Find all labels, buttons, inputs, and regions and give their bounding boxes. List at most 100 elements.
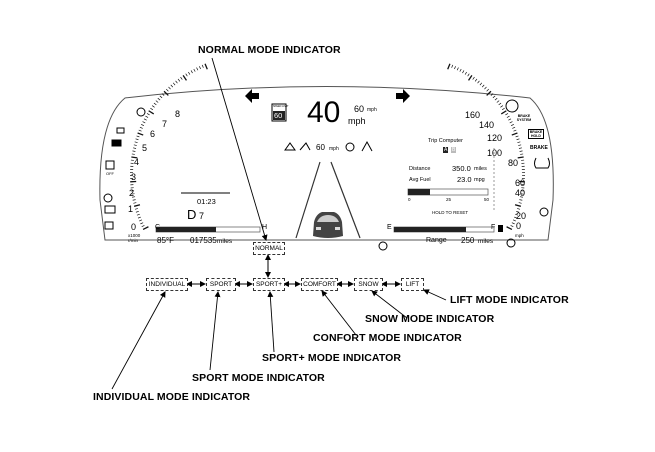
- acc-speed-unit: mph: [329, 146, 339, 152]
- tach-tick: [134, 141, 138, 143]
- callout-lift-mode: LIFT MODE INDICATOR: [450, 294, 569, 306]
- tach-tick: [188, 71, 191, 75]
- seatbelt-icon: [104, 221, 114, 230]
- right-turn-arrow-icon: [396, 89, 410, 103]
- tach-tick: [133, 144, 137, 146]
- trip-scale-50: 50: [484, 197, 490, 202]
- vsa-icon: [105, 160, 115, 170]
- temp-hot-label: H: [262, 224, 268, 231]
- car-icon: [313, 212, 343, 238]
- speedo-tick: [462, 70, 465, 74]
- speedo-tick: [514, 204, 522, 207]
- tach-tick: [196, 67, 199, 71]
- tach-tick: [139, 126, 143, 129]
- speedo-tick: [494, 97, 498, 101]
- tach-tick: [161, 93, 165, 96]
- tach-label-2: 2: [129, 188, 135, 198]
- tach-tick: [137, 216, 141, 219]
- tach-label-6: 6: [150, 129, 156, 139]
- speedo-tick: [479, 82, 483, 86]
- tach-tick: [138, 129, 142, 132]
- tach-tick: [168, 86, 171, 90]
- info-icon: [378, 238, 516, 251]
- normal-mode-indicator: NORMAL: [253, 242, 285, 255]
- cluster-outline: [99, 86, 554, 241]
- tachometer-scale: [129, 63, 208, 231]
- tach-tick: [131, 156, 138, 159]
- trip-distance-unit: miles: [474, 166, 487, 172]
- speedo-tick: [519, 150, 523, 152]
- tach-tick: [133, 204, 141, 207]
- tach-tick: [142, 121, 146, 124]
- tach-tick: [204, 63, 208, 70]
- oil-icon: [111, 139, 122, 147]
- fuel-full-label: F: [491, 224, 496, 231]
- speedo-tick: [490, 93, 494, 96]
- speedo-label-140: 140: [479, 120, 495, 130]
- speedo-tick: [516, 211, 520, 213]
- trip-fuel-bar: [407, 188, 489, 196]
- tach-label-5: 5: [142, 143, 148, 153]
- speedo-tick: [512, 219, 516, 222]
- trip-fuel-value: 23.0: [457, 175, 472, 184]
- odometer: 017535: [190, 236, 217, 245]
- headlight-icon: [136, 107, 146, 117]
- speedo-tick: [510, 225, 514, 228]
- vsa-off-label: OFF: [106, 171, 114, 176]
- trip-computer-title: Trip Computer: [428, 138, 463, 144]
- tach-tick: [153, 102, 157, 106]
- tach-label-3: 3: [131, 172, 137, 182]
- range-value: 250: [461, 236, 475, 245]
- tach-tick: [137, 132, 144, 136]
- road-graphic: [295, 161, 361, 239]
- tach-tick: [135, 211, 139, 213]
- tach-tick: [193, 68, 196, 72]
- tach-label-8: 8: [175, 109, 181, 119]
- snow-mode-indicator: SNOW: [354, 278, 383, 291]
- range-label: Range: [426, 237, 447, 244]
- trip-tab-a: A: [443, 147, 449, 153]
- speedo-tick: [515, 135, 519, 138]
- mode-connectors: [186, 254, 401, 287]
- speedo-tick: [513, 129, 517, 132]
- speedo-tick: [467, 73, 470, 77]
- tach-tick: [132, 196, 136, 198]
- speedo-tick: [519, 196, 523, 198]
- speedo-tick: [517, 141, 521, 143]
- tach-unit-rpm: r/min: [128, 238, 138, 243]
- tach-tick: [155, 100, 159, 103]
- tach-tick: [133, 202, 137, 204]
- trip-distance-value: 350.0: [452, 164, 471, 173]
- callout-sport-plus-mode: SPORT+ MODE INDICATOR: [262, 352, 402, 364]
- speedo-tick: [512, 126, 516, 129]
- fuel-gauge: [393, 226, 495, 233]
- speedo-tick: [451, 64, 454, 68]
- tach-tick: [150, 107, 154, 111]
- tach-tick: [142, 226, 149, 231]
- sport-mode-indicator: SPORT: [206, 278, 236, 291]
- tach-tick: [145, 115, 149, 118]
- tach-tick: [134, 208, 138, 210]
- speedo-tick: [496, 100, 500, 103]
- warning-icons-left: [103, 107, 146, 230]
- speedo-label-60: 60: [515, 178, 526, 188]
- speedo-label-40: 40: [515, 188, 526, 198]
- speedo-tick: [481, 84, 485, 88]
- trip-distance-label: Distance: [409, 166, 431, 172]
- tach-tick: [185, 73, 188, 77]
- speedo-tick: [514, 216, 518, 219]
- set-speed-unit: mph: [367, 107, 377, 113]
- gear-number: 7: [199, 211, 205, 221]
- tach-tick: [159, 95, 163, 99]
- tach-tick: [151, 105, 155, 108]
- trip-tab-b: B: [451, 147, 457, 153]
- callout-leaders: [111, 57, 447, 390]
- tach-tick: [175, 80, 178, 84]
- speedo-tick: [517, 208, 521, 210]
- trip-fuel-label: Avg Fuel: [409, 177, 431, 183]
- fog-light-icon: [116, 127, 125, 134]
- driver-assist-icons: [284, 140, 373, 152]
- speedo-tick: [492, 95, 496, 99]
- tach-tick: [139, 219, 143, 222]
